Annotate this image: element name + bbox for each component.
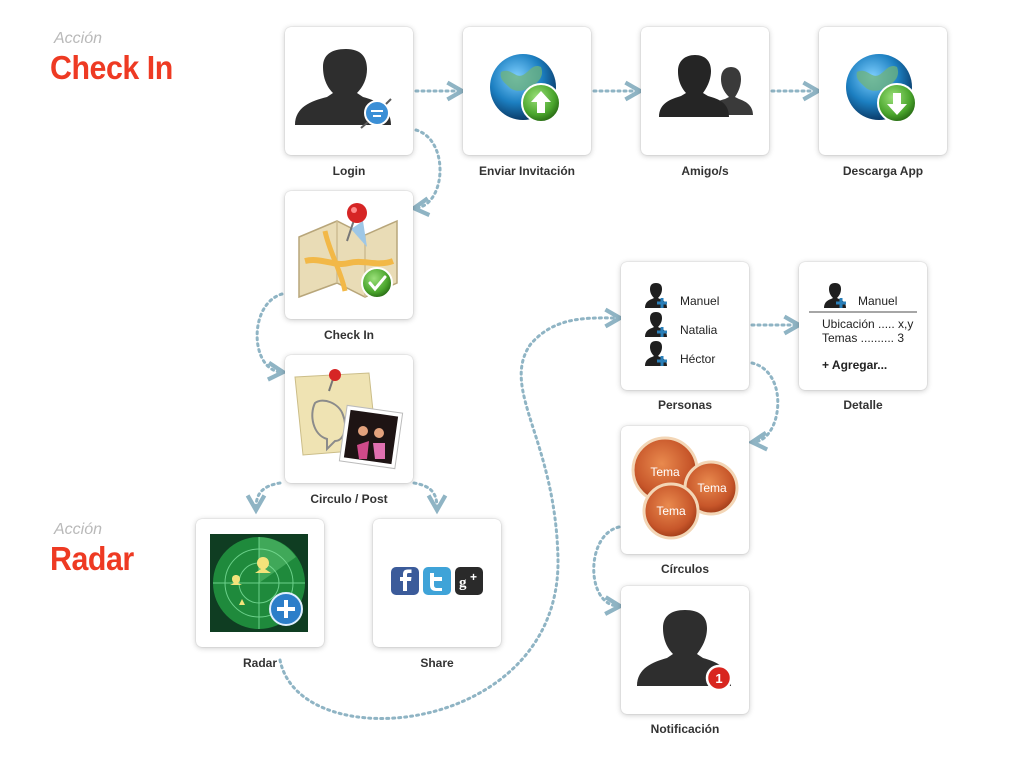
topic-circles-icon: Tema Tema Tema <box>631 436 739 540</box>
people-card[interactable]: Manuel Natalia Héctor <box>621 262 749 390</box>
download-label: Descarga App <box>842 164 924 178</box>
detail-label: Detalle <box>843 398 883 412</box>
detail-topics: Temas .......... 3 <box>822 331 905 345</box>
google-plus-icon <box>455 567 483 595</box>
login-card[interactable] <box>285 27 413 155</box>
notification-badge <box>705 664 733 692</box>
share-label: Share <box>420 656 454 670</box>
radar-title: Radar <box>50 540 134 577</box>
post-label: Circulo / Post <box>310 492 388 506</box>
friends-group-icon <box>659 55 753 117</box>
badge-count: 1 <box>715 671 722 686</box>
login-label: Login <box>332 164 366 178</box>
note-photo-icon <box>294 369 404 470</box>
map-pin-check-icon <box>298 203 398 299</box>
notification-label: Notificación <box>650 722 720 736</box>
checkin-label: Check In <box>323 328 374 342</box>
add-person-icon <box>645 283 667 308</box>
checkin-card[interactable] <box>285 191 413 319</box>
people-list-icons <box>645 283 667 366</box>
friends-card[interactable] <box>641 27 769 155</box>
radar-card[interactable] <box>196 519 324 647</box>
radar-kicker: Acción <box>54 521 103 538</box>
user-silhouette-icon <box>295 49 392 129</box>
checkin-title: Check In <box>50 49 173 86</box>
post-card[interactable] <box>285 355 413 483</box>
detail-add-link[interactable]: + Agregar... <box>822 358 888 372</box>
topic-bubble: Tema <box>656 504 686 518</box>
svg-text:g: g <box>459 575 467 591</box>
add-person-icon <box>645 341 667 366</box>
people-label: Personas <box>657 398 713 412</box>
topic-bubble: Tema <box>650 465 680 479</box>
person-name[interactable]: Manuel <box>680 294 720 308</box>
svg-text:+: + <box>470 570 477 584</box>
radar-icon <box>210 534 308 632</box>
circles-card[interactable]: Tema Tema Tema <box>621 426 749 554</box>
detail-card[interactable]: Manuel Ubicación ..... x,y Temas .......… <box>799 262 927 390</box>
notification-card[interactable]: 1 <box>621 586 749 714</box>
checkin-kicker: Acción <box>54 30 103 47</box>
circles-label: Círculos <box>660 562 709 576</box>
person-name[interactable]: Natalia <box>680 323 718 337</box>
invite-label: Enviar Invitación <box>478 164 576 178</box>
person-name[interactable]: Héctor <box>680 352 716 366</box>
detail-location: Ubicación ..... x,y <box>822 317 914 331</box>
user-notification-icon: 1 <box>637 610 733 692</box>
radar-label: Radar <box>242 656 277 670</box>
share-card[interactable]: g + <box>373 519 501 647</box>
detail-person-icon <box>809 283 917 313</box>
invite-card[interactable] <box>463 27 591 155</box>
social-share-icons: g + <box>391 567 483 595</box>
topic-bubble: Tema <box>697 481 727 495</box>
add-person-icon <box>645 312 667 337</box>
globe-download-icon <box>846 54 917 123</box>
detail-name: Manuel <box>858 294 898 308</box>
download-card[interactable] <box>819 27 947 155</box>
globe-upload-icon <box>490 54 561 123</box>
friends-label: Amigo/s <box>681 164 729 178</box>
